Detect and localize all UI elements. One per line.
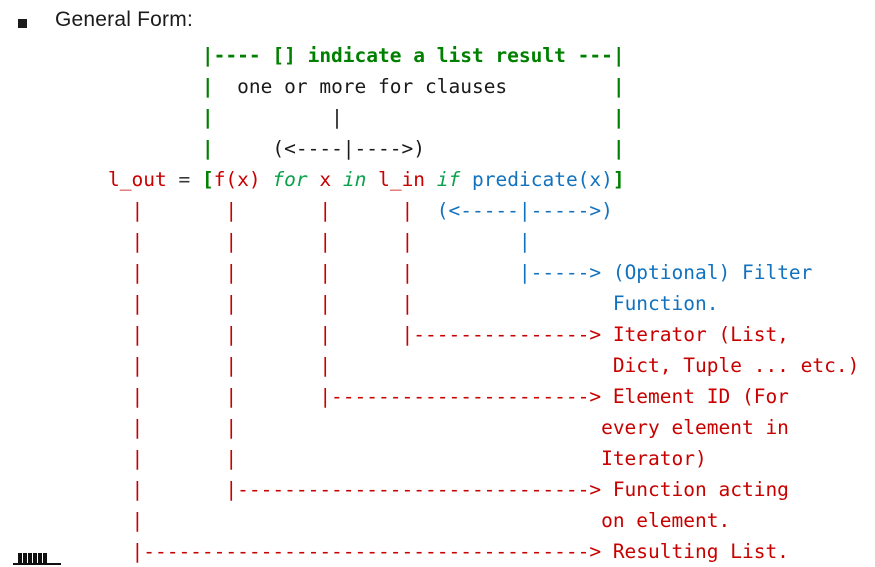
list-bullet-icon: [18, 19, 27, 28]
diagram-line: | | | | (<-----|----->): [108, 195, 859, 226]
diagram-line: |-------------------------------------->…: [108, 536, 859, 567]
diagram-segment: | | |----------------------> Element ID …: [108, 385, 789, 408]
page-title: General Form:: [55, 8, 193, 31]
diagram-line: | | | | Function.: [108, 288, 859, 319]
diagram-line: | | |: [108, 102, 859, 133]
diagram-line: | | every element in: [108, 412, 859, 443]
diagram-segment: in: [342, 168, 367, 191]
diagram-line: | | | Dict, Tuple ... etc.): [108, 350, 859, 381]
ascii-diagram: |---- [] indicate a list result ---| | o…: [108, 40, 859, 567]
diagram-segment: l_out: [108, 168, 167, 191]
diagram-segment: |-------------------------------------->…: [108, 540, 789, 563]
diagram-segment: |: [108, 75, 214, 98]
diagram-segment: (<----|---->): [213, 137, 425, 160]
diagram-segment: predicate(x): [460, 168, 613, 191]
diagram-segment: |: [425, 137, 625, 160]
diagram-segment: | | | |: [108, 199, 414, 222]
diagram-segment: | on element.: [108, 509, 731, 532]
diagram-segment: |: [108, 137, 214, 160]
diagram-line: | on element.: [108, 505, 859, 536]
diagram-segment: Function.: [413, 292, 719, 315]
diagram-segment: | | | Dict, Tuple ... etc.): [108, 354, 860, 377]
diagram-segment: | | every element in: [108, 416, 789, 439]
diagram-segment: |: [342, 106, 625, 129]
diagram-segment: |-----> (Optional) Filter: [413, 261, 813, 284]
diagram-segment: |: [507, 75, 625, 98]
diagram-segment: (<-----|----->): [413, 199, 613, 222]
diagram-segment: | | | |---------------> Iterator (List,: [108, 323, 789, 346]
diagram-segment: ]: [612, 168, 625, 191]
diagram-line: | | | | |-----> (Optional) Filter: [108, 257, 859, 288]
corner-rule: [13, 563, 61, 565]
diagram-segment: one or more for clauses: [213, 75, 508, 98]
diagram-segment: | | | |: [108, 261, 414, 284]
diagram-line: l_out = [f(x) for x in l_in if predicate…: [108, 164, 859, 195]
diagram-line: | (<----|---->) |: [108, 133, 859, 164]
diagram-segment: | | | |: [108, 230, 414, 253]
diagram-segment: | | | |: [108, 292, 414, 315]
diagram-segment: |: [213, 106, 343, 129]
diagram-segment: for: [272, 168, 308, 191]
page-corner-mark-icon: [13, 553, 63, 566]
diagram-line: | |------------------------------> Funct…: [108, 474, 859, 505]
diagram-segment: if: [436, 168, 461, 191]
diagram-line: | | | | |: [108, 226, 859, 257]
diagram-segment: [: [201, 168, 214, 191]
diagram-segment: x: [307, 168, 343, 191]
diagram-segment: l_in: [366, 168, 437, 191]
diagram-line: | | |----------------------> Element ID …: [108, 381, 859, 412]
diagram-line: |---- [] indicate a list result ---|: [108, 40, 859, 71]
diagram-segment: =: [166, 168, 202, 191]
title-row: General Form:: [0, 6, 875, 38]
diagram-segment: | |------------------------------> Funct…: [108, 478, 789, 501]
diagram-line: | one or more for clauses |: [108, 71, 859, 102]
diagram-segment: |: [413, 230, 531, 253]
diagram-line: | | Iterator): [108, 443, 859, 474]
diagram-segment: |---- [] indicate a list result ---|: [108, 44, 625, 67]
corner-bars: [18, 553, 47, 563]
diagram-segment: | | Iterator): [108, 447, 707, 470]
diagram-segment: f(x): [213, 168, 273, 191]
diagram-line: | | | |---------------> Iterator (List,: [108, 319, 859, 350]
diagram-segment: |: [108, 106, 214, 129]
